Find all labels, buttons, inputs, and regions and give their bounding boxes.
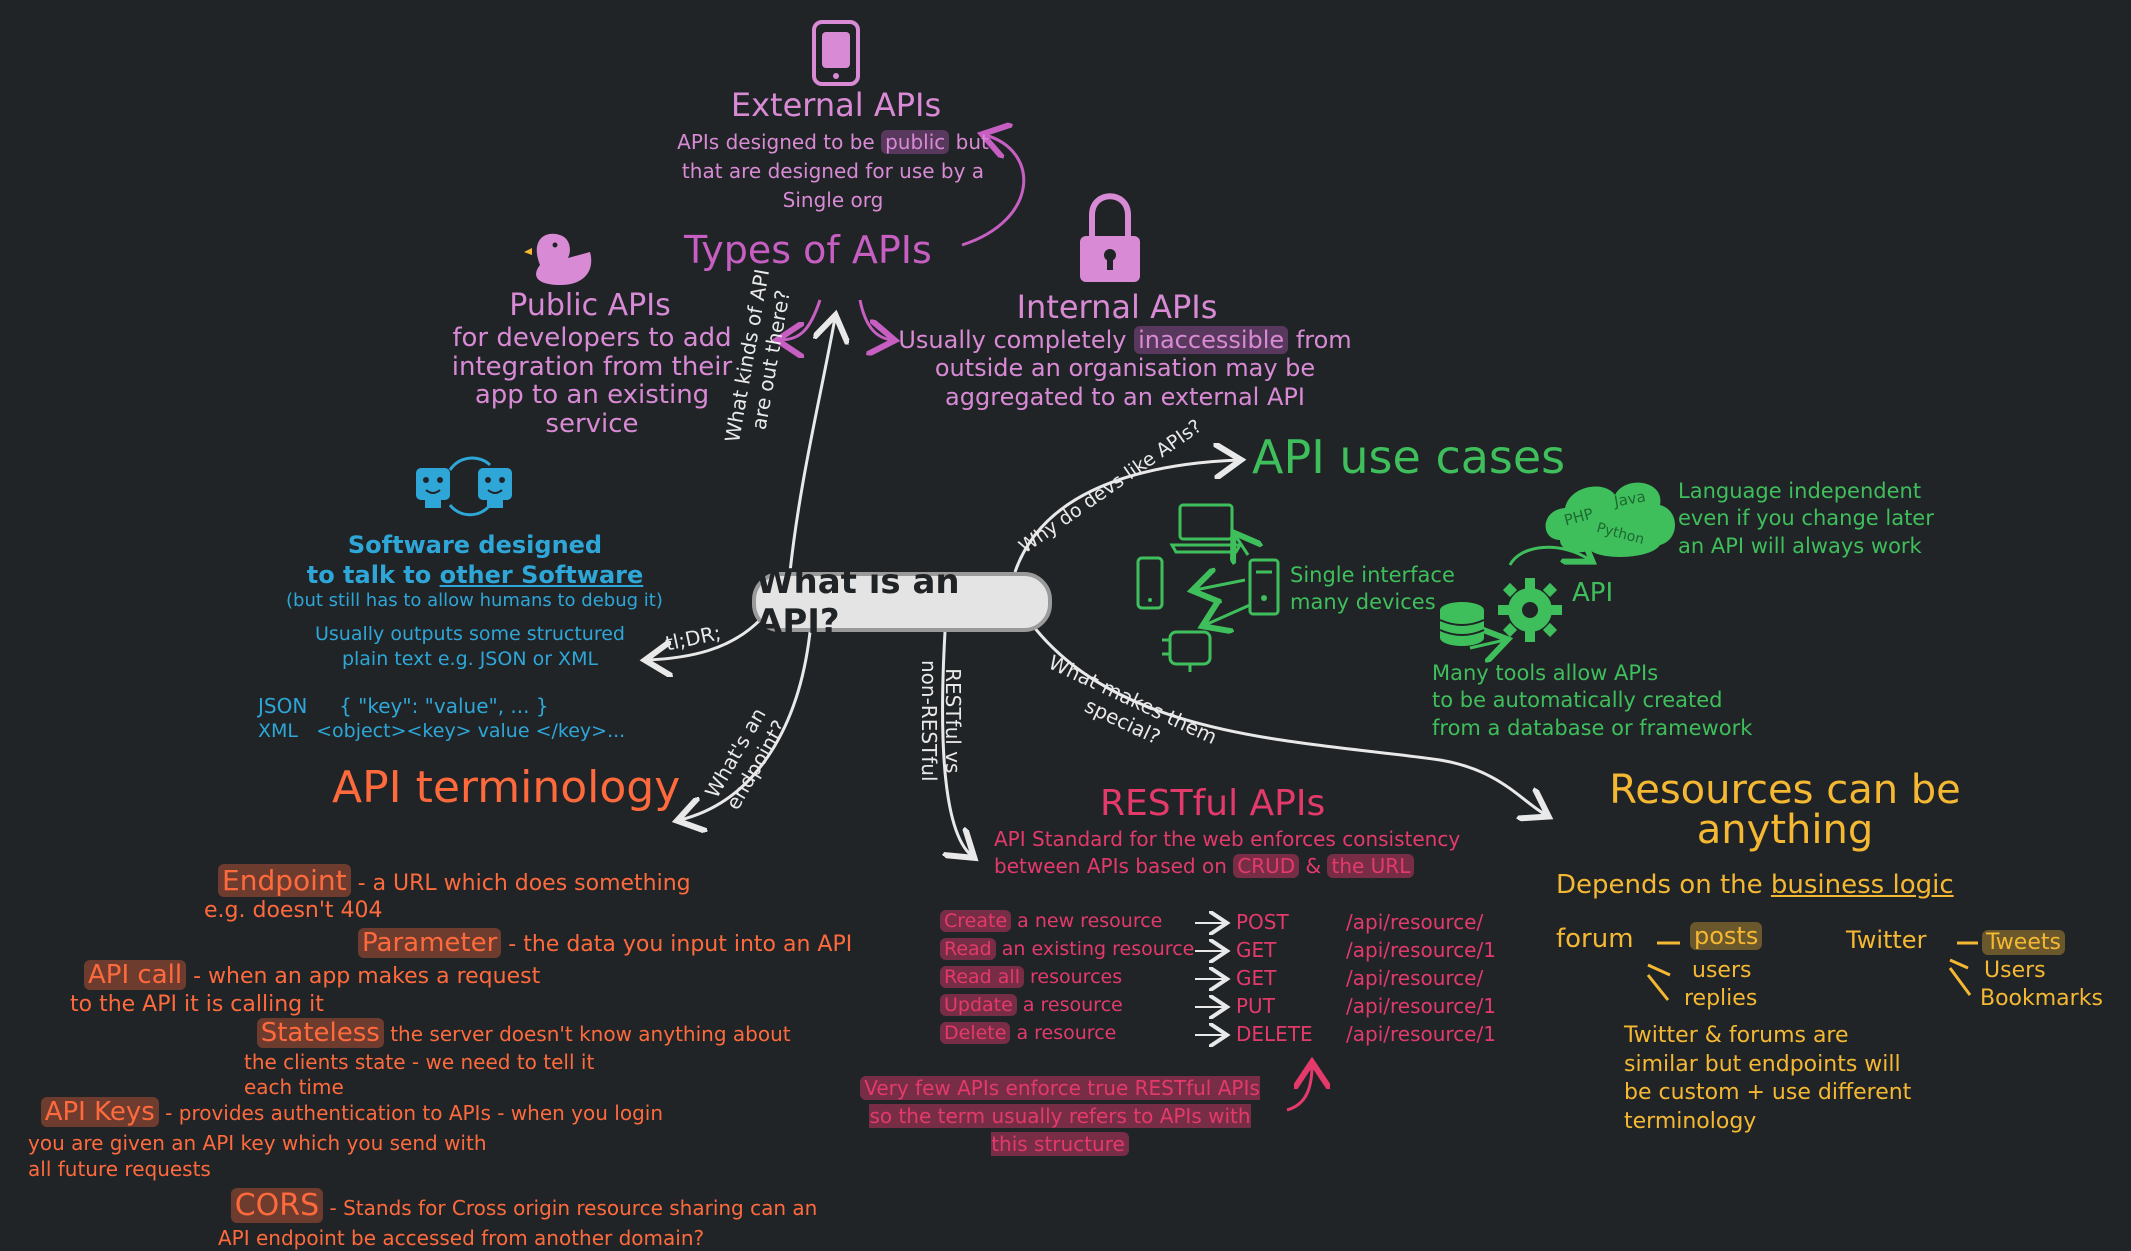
- external-apis-desc: APIs designed to be public but that are …: [677, 130, 989, 212]
- branch-special: [1028, 621, 1546, 815]
- single-interface: Single interface many devices: [1290, 563, 1455, 615]
- restful-row: Read an existing resource: [940, 938, 1194, 961]
- language-independent: Language independent even if you change …: [1678, 479, 1934, 558]
- term-endpoint-label: Endpoint: [218, 864, 351, 898]
- restful-url: /api/resource/: [1346, 910, 1484, 934]
- twitter-tweets: Tweets: [1982, 930, 2065, 956]
- term-api-call: API call - when an app makes a request t…: [70, 960, 541, 1017]
- resources-note: Twitter & forums are similar but endpoin…: [1624, 1023, 1912, 1134]
- forum-posts: posts: [1690, 922, 1763, 951]
- twitter-label: Twitter: [1846, 926, 1927, 954]
- branch-devs: [1013, 460, 1238, 573]
- restful-url: /api/resource/: [1346, 966, 1484, 990]
- term-endpoint: Endpoint - a URL which does something e.…: [204, 864, 691, 923]
- term-parameter: Parameter - the data you input into an A…: [344, 902, 852, 960]
- tldr-xml: XML <object><key> value </key>...: [258, 720, 626, 742]
- branch-restful: [941, 631, 972, 856]
- restful-method: GET: [1236, 966, 1277, 990]
- use-cases-title: API use cases: [1252, 430, 1566, 484]
- term-api-keys-label: API Keys: [40, 1097, 159, 1127]
- tldr-outputs: Usually outputs some structured plain te…: [315, 623, 625, 670]
- internal-apis-desc: Usually completely inaccessible from out…: [898, 326, 1352, 411]
- types-title: Types of APIs: [684, 228, 932, 272]
- forum-users: users: [1692, 958, 1752, 983]
- term-stateless-label: Stateless: [256, 1018, 384, 1048]
- twitter-bookmarks: Bookmarks: [1980, 986, 2103, 1011]
- internal-apis-title: Internal APIs: [1016, 288, 1218, 326]
- restful-row: Read all resources: [940, 966, 1122, 989]
- restful-title: RESTful APIs: [1100, 783, 1326, 824]
- center-title: What is an API?: [756, 562, 960, 642]
- tldr-debug: (but still has to allow humans to debug …: [286, 590, 663, 611]
- depends-on: Depends on the business logic: [1556, 870, 1954, 900]
- tools-note: Many tools allow APIs to be automaticall…: [1432, 661, 1753, 740]
- arrow-to-public: [780, 299, 822, 340]
- restful-method: DELETE: [1236, 1022, 1313, 1046]
- restful-desc: API Standard for the web enforces consis…: [994, 827, 1461, 878]
- branch-endpoint: [680, 631, 812, 820]
- restful-url: /api/resource/1: [1346, 994, 1496, 1018]
- forum-label: forum: [1556, 924, 1634, 954]
- restful-row: Delete a resource: [940, 1022, 1116, 1045]
- resources-title: Resources can be anything: [1609, 767, 1961, 853]
- arrow-to-internal: [858, 299, 892, 340]
- term-cors: CORS - Stands for Cross origin resource …: [218, 1188, 818, 1250]
- restful-method: PUT: [1236, 994, 1275, 1018]
- api-label: API: [1572, 578, 1614, 608]
- restful-url: /api/resource/1: [1346, 938, 1496, 962]
- restful-note: Very few APIs enforce true RESTful APIs …: [835, 1074, 1285, 1158]
- twitter-users: Users: [1984, 958, 2046, 983]
- term-cors-label: CORS: [230, 1188, 324, 1223]
- term-api-call-label: API call: [84, 960, 187, 991]
- terminology-title: API terminology: [332, 762, 681, 813]
- arrow-to-external: [961, 135, 1026, 247]
- restful-url: /api/resource/1: [1346, 1022, 1496, 1046]
- public-apis-desc: for developers to add integration from t…: [451, 323, 733, 439]
- restful-row: Update a resource: [940, 994, 1123, 1017]
- term-parameter-label: Parameter: [358, 928, 502, 959]
- external-apis-title: External APIs: [730, 86, 942, 124]
- branch-tldr: [648, 618, 762, 660]
- branch-types: [788, 318, 835, 573]
- branch-label-restful: RESTful vs non-RESTful: [917, 660, 965, 782]
- forum-replies: replies: [1684, 986, 1758, 1011]
- restful-method: POST: [1236, 910, 1289, 934]
- public-apis-title: Public APIs: [509, 288, 671, 323]
- restful-method: GET: [1236, 938, 1277, 962]
- tldr-json: JSON { "key": "value", ... }: [258, 694, 549, 718]
- center-node: What is an API?: [752, 562, 1052, 642]
- restful-row: Create a new resource: [940, 910, 1162, 933]
- term-api-keys: API Keys - provides authentication to AP…: [28, 1097, 664, 1181]
- term-stateless: Stateless the server doesn't know anythi…: [244, 1018, 791, 1099]
